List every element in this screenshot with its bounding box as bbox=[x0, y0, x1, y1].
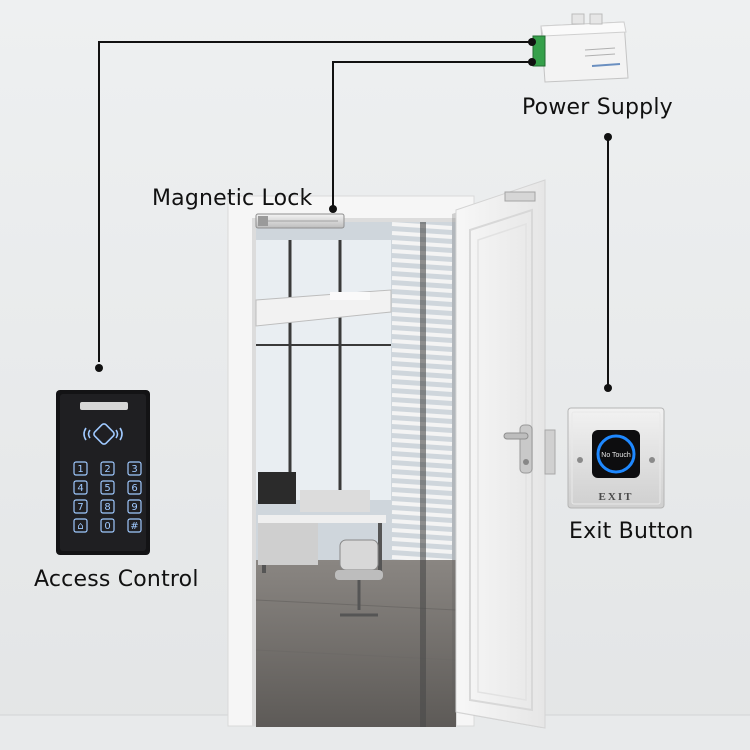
wire-power-to-magnetic-lock bbox=[332, 61, 534, 209]
keypad-key-label: 2 bbox=[104, 464, 110, 475]
keypad-key-outline bbox=[127, 518, 142, 533]
rfid-contactless-icon bbox=[83, 423, 123, 445]
keypad-key-outline bbox=[100, 518, 115, 533]
keypad-key-outline bbox=[73, 518, 88, 533]
keypad-key-label: 5 bbox=[104, 483, 110, 494]
exit-sensor-text: No Touch bbox=[601, 452, 631, 459]
keypad-key-label: # bbox=[130, 521, 138, 532]
access-control-keypad: 1 2 3 4 5 6 7 8 9 ⌂ 0 # bbox=[56, 390, 150, 555]
wire-terminal-dot bbox=[528, 58, 536, 66]
door-handle bbox=[503, 424, 533, 474]
wire-terminal-dot bbox=[604, 133, 612, 141]
keypad-key-outline bbox=[73, 499, 88, 514]
keypad-key-outline bbox=[127, 480, 142, 495]
wire-terminal-dot bbox=[604, 384, 612, 392]
keypad-key-outline bbox=[127, 461, 142, 476]
touchless-sensor-ring bbox=[596, 434, 636, 474]
keypad-key-label: ⌂ bbox=[77, 521, 83, 532]
exit-button-device: No Touch EXIT bbox=[567, 407, 665, 509]
keypad-key-outline bbox=[73, 480, 88, 495]
keypad-key-label: 4 bbox=[77, 483, 83, 494]
keypad-key-label: 6 bbox=[131, 483, 137, 494]
wiring bbox=[98, 41, 609, 386]
keypad-key-outline bbox=[100, 480, 115, 495]
keypad-key-outline bbox=[127, 499, 142, 514]
keypad-key-label: 9 bbox=[131, 502, 137, 513]
keypad-key-outline bbox=[73, 461, 88, 476]
magnetic-lock bbox=[255, 213, 345, 229]
keypad-key-outline bbox=[100, 461, 115, 476]
open-door bbox=[452, 179, 556, 729]
wire-terminal-dot bbox=[528, 38, 536, 46]
access-control-label: Access Control bbox=[34, 567, 199, 592]
power-supply-label: Power Supply bbox=[522, 95, 673, 120]
exit-plate-text: EXIT bbox=[599, 491, 634, 503]
magnetic-lock-label: Magnetic Lock bbox=[152, 186, 313, 211]
keypad-keys: 1 2 3 4 5 6 7 8 9 ⌂ 0 # bbox=[73, 461, 142, 533]
wire-terminals bbox=[95, 38, 612, 392]
power-supply-unit bbox=[532, 13, 629, 83]
keypad-key-label: 1 bbox=[77, 464, 83, 475]
exit-button-label: Exit Button bbox=[569, 519, 694, 544]
wire-power-to-access-control bbox=[98, 41, 534, 362]
wire-terminal-dot bbox=[329, 205, 337, 213]
keypad-key-label: 0 bbox=[104, 521, 110, 532]
keypad-key-label: 7 bbox=[77, 502, 83, 513]
wire-terminal-dot bbox=[95, 364, 103, 372]
keypad-key-outline bbox=[100, 499, 115, 514]
office-view-through-doorway bbox=[255, 222, 457, 727]
keypad-key-label: 8 bbox=[104, 502, 110, 513]
keypad-key-label: 3 bbox=[131, 464, 137, 475]
